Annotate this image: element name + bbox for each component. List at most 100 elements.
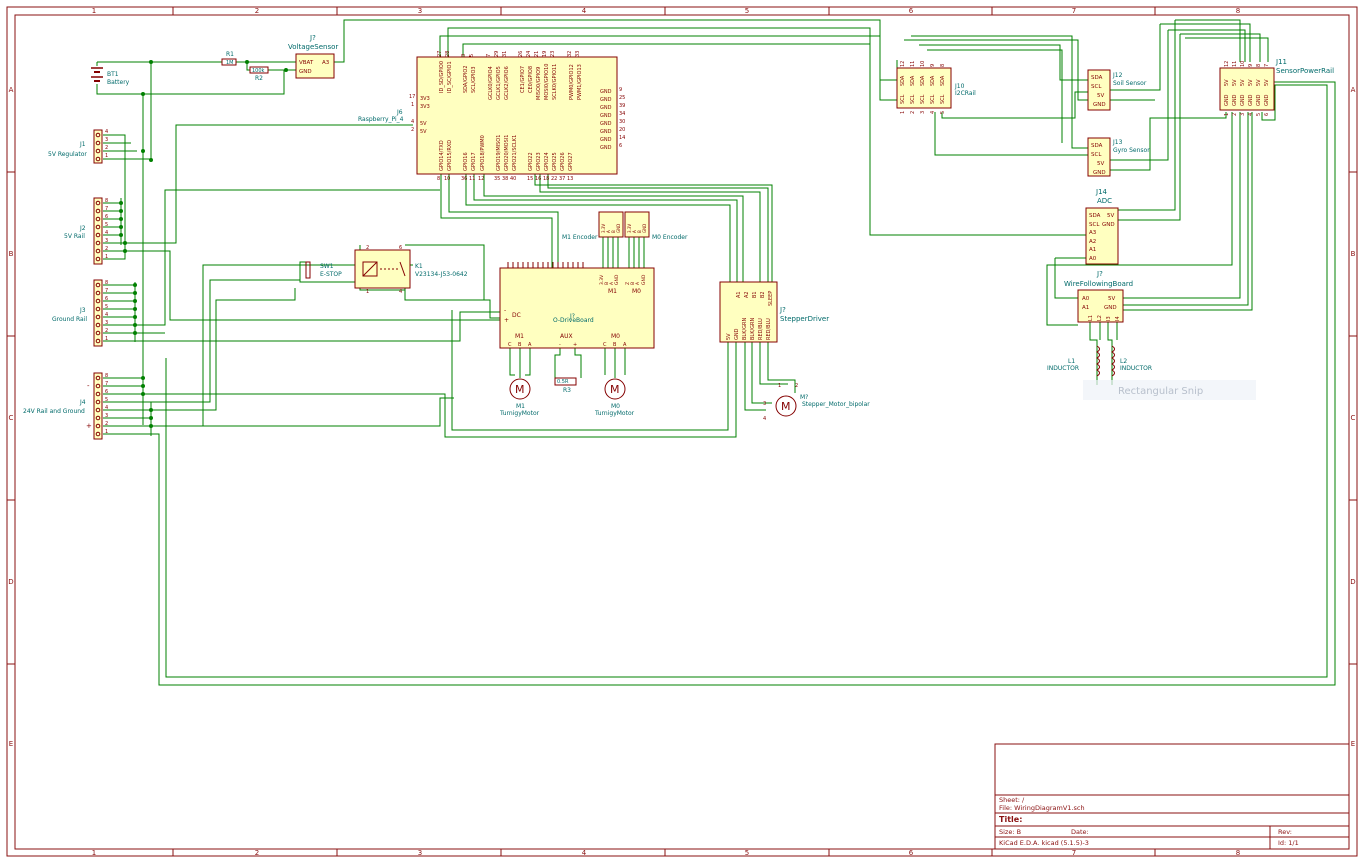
estop-sw1[interactable]: SW1 E-STOP [305, 261, 342, 279]
stepper-pin-gnd: GND [734, 328, 740, 340]
j13-pin-gnd: GND [1093, 170, 1106, 176]
col-label-6-bottom: 6 [909, 849, 914, 857]
voltage-sensor-pin-vbat: VBAT [299, 60, 314, 66]
j6-bottom-num-9: 15 [527, 176, 533, 182]
inductor-l1[interactable]: L1 INDUCTOR [1047, 345, 1100, 377]
title-block-id: Id: 1/1 [1278, 839, 1299, 847]
title-block-rev: Rev: [1278, 828, 1292, 836]
j11-top-num-3: 10 [1240, 61, 1246, 67]
j1-pin-3: 3 [105, 137, 108, 143]
j6-top-num-5: 7 [486, 54, 492, 57]
raspberry-pi-j6[interactable]: J6 Raspberry_Pi_4 3V3 3V3 5V 5V 17 1 4 2… [358, 51, 625, 182]
snip-overlay[interactable]: Rectangular Snip [1083, 380, 1256, 400]
j10-bot-num-1: 1 [900, 111, 906, 114]
j10-scl-2: SCL [910, 94, 916, 104]
i2c-rail-j10[interactable]: J10 I2CRail SDA SDA SDA SDA SDA SCL SCL … [896, 61, 976, 114]
relay-k1[interactable]: 1 2 6 4 K1 V23134-J53-0642 [354, 245, 468, 295]
j6-top-num-10: 21 [534, 51, 540, 57]
gyro-sensor-j13[interactable]: SDA SCL 5V GND J13 Gyro Sensor [1087, 137, 1150, 177]
motor-m0[interactable]: M M0 TurnigyMotor [594, 378, 635, 417]
wire-following-board[interactable]: J? WireFollowingBoard A0 A1 5V GND L1 L2… [1064, 270, 1133, 323]
j6-right-pin-7: GND [600, 137, 612, 143]
j6-top-pin-2: ID_SC/GPIO1 [447, 61, 453, 93]
title-block: Sheet: / File: WiringDiagramV1.sch Title… [994, 743, 1350, 850]
j4-ref: J4 [79, 399, 86, 406]
odrive-pin-z: Z [625, 282, 631, 285]
j6-bottom-pin-14: GPIO27 [568, 152, 574, 171]
j11-gnd-1: GND [1224, 94, 1230, 106]
j4-pin-6: 6 [105, 389, 108, 395]
j6-right-pin-5: GND [600, 121, 612, 127]
m0-enc-pin-2: A [632, 230, 637, 233]
j6-bottom-pin-5: GPIO18/PWM0 [480, 135, 486, 171]
j6-right-num-4: 34 [619, 111, 625, 117]
stepper-motor-ref: M? [800, 394, 808, 401]
j14-pin-5v: 5V [1107, 213, 1114, 219]
m1-enc-pin-1: 3.3V [601, 224, 606, 233]
voltage-sensor-ref: J? [309, 34, 316, 42]
voltage-sensor-value: VoltageSensor [288, 43, 338, 51]
j6-top-pin-8: CE1/GPIO7 [520, 66, 526, 93]
j6-bottom-num-3: 36 [461, 176, 467, 182]
j6-right-pin-4: GND [600, 113, 612, 119]
j6-top-num-7: 31 [502, 51, 508, 57]
motor-m1[interactable]: M M1 TurnigyMotor [499, 378, 540, 417]
j6-bottom-num-14: 13 [567, 176, 573, 182]
odrive-board[interactable]: J? O-DriveBoard DC - + M1 AUX M0 M1 M0 3… [499, 262, 655, 349]
stepper-pin-a2: A2 [744, 291, 750, 298]
resistor-r3[interactable]: 0.5R R3 [554, 377, 577, 394]
stepper-motor-pin-4: 4 [763, 416, 766, 422]
j11-bot-num-4: 4 [1248, 113, 1254, 116]
m1-encoder[interactable]: 3.3V A B GND M1 Encoder [562, 211, 624, 241]
resistor-r2[interactable]: 100k R2 [249, 66, 269, 82]
connector-j1[interactable]: 4 3 2 1 J1 5V Regulator [48, 129, 108, 164]
battery-bt1[interactable]: BT1 Battery [91, 67, 130, 86]
connector-j3[interactable]: 8 7 6 5 4 3 2 1 J3 Ground Rail [52, 279, 108, 347]
j6-bottom-num-5: 12 [478, 176, 484, 182]
row-label-d-right: D [1350, 578, 1355, 586]
j6-right-num-3: 39 [619, 103, 625, 109]
j6-top-pin-4: SCL/GPIO3 [471, 66, 477, 93]
title-block-size: Size: B [999, 828, 1021, 836]
j3-pin-1: 1 [105, 336, 108, 342]
j3-ref: J3 [79, 307, 86, 314]
resistor-r1[interactable]: R1 1M [221, 51, 237, 66]
j6-top-pin-14: PWM1/GPIO13 [577, 64, 583, 100]
j6-ref: J6 [396, 109, 403, 116]
voltage-sensor[interactable]: J? VoltageSensor VBAT GND A3 [288, 34, 338, 79]
j6-value: Raspberry_Pi_4 [358, 116, 404, 123]
r2-ref: R2 [255, 75, 263, 82]
j6-top-pin-3: SDA/GPIO2 [463, 65, 469, 93]
j10-sda-3: SDA [920, 75, 926, 86]
m0-encoder[interactable]: 3.3V A B GND M0 Encoder [624, 211, 688, 241]
soil-sensor-j12[interactable]: SDA SCL 5V GND J12 Soil Sensor [1087, 69, 1147, 111]
j10-scl-1: SCL [900, 94, 906, 104]
j6-top-num-14: 33 [575, 51, 581, 57]
stepper-pin-a1: A1 [736, 291, 742, 298]
j6-bottom-num-1: 8 [437, 176, 440, 182]
odrive-phase-a0: A [623, 342, 627, 348]
m0-enc-pin-4: GND [642, 224, 647, 233]
j6-bottom-pin-11: GPIO24 [544, 152, 550, 171]
inductor-l2[interactable]: L2 INDUCTOR [1111, 345, 1152, 377]
sensor-power-rail-j11[interactable]: J11 SensorPowerRail 5V 5V 5V 5V 5V 5V GN… [1219, 58, 1334, 116]
col-label-5-bottom: 5 [745, 849, 749, 857]
sw1-value: E-STOP [320, 271, 342, 278]
stepper-motor[interactable]: M M? Stepper_Motor_bipolar 1 2 3 4 [763, 383, 870, 422]
m1-encoder-label: M1 Encoder [562, 234, 598, 241]
j10-top-num-1: 12 [900, 61, 906, 67]
j6-bottom-num-8: 40 [510, 176, 516, 182]
j11-gnd-4: GND [1248, 94, 1254, 106]
j10-sda-4: SDA [930, 75, 936, 86]
j11-5v-4: 5V [1248, 79, 1254, 86]
connector-j2[interactable]: 8 7 6 5 4 3 2 1 J2 5V Rail [64, 197, 108, 265]
odrive-dc-minus: - [504, 307, 506, 314]
connector-j4[interactable]: 8 7 6 5 4 3 2 1 - + J4 24V Rail and Grou… [23, 372, 108, 440]
adc-j14[interactable]: J14 ADC SDA SCL A3 A2 A1 A0 5V GND [1085, 188, 1119, 265]
j6-right-num-6: 20 [619, 127, 625, 133]
col-label-7: 7 [1072, 7, 1076, 15]
stepper-driver[interactable]: J? StepperDriver A1 A2 B1 B2 SLEEP 5V GN… [719, 281, 829, 343]
j3-pin-6: 6 [105, 296, 108, 302]
col-label-5: 5 [745, 7, 749, 15]
title-block-file: File: WiringDiagramV1.sch [999, 804, 1085, 812]
